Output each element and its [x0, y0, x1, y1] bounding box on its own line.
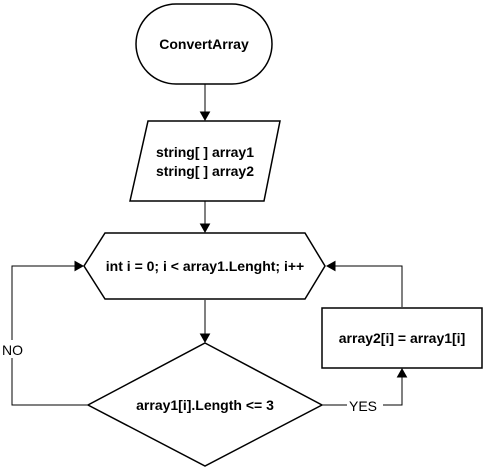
- no-edge-label: NO: [2, 342, 23, 358]
- start-node-label: ConvertArray: [159, 36, 249, 52]
- assign-node-label: array2[i] = array1[i]: [339, 330, 465, 346]
- input-node: string[ ] array1 string[ ] array2: [129, 120, 281, 202]
- loop-node-label: int i = 0; i < array1.Lenght; i++: [106, 258, 304, 274]
- condition-node: array1[i].Length <= 3: [86, 342, 324, 467]
- input-node-line-2: string[ ] array2: [156, 163, 254, 179]
- input-node-line-1: string[ ] array1: [156, 144, 254, 160]
- yes-edge-label: YES: [349, 398, 377, 414]
- assign-node: array2[i] = array1[i]: [321, 307, 483, 369]
- edge-input-to-loop: [199, 201, 211, 234]
- edge-assign-to-loop: [325, 260, 403, 307]
- edge-condition-no-to-loop: [11, 260, 88, 406]
- start-node: ConvertArray: [135, 3, 273, 85]
- condition-node-label: array1[i].Length <= 3: [136, 397, 274, 413]
- edge-loop-to-condition: [199, 300, 211, 344]
- edge-start-to-input: [199, 84, 211, 122]
- loop-node: int i = 0; i < array1.Lenght; i++: [83, 232, 326, 300]
